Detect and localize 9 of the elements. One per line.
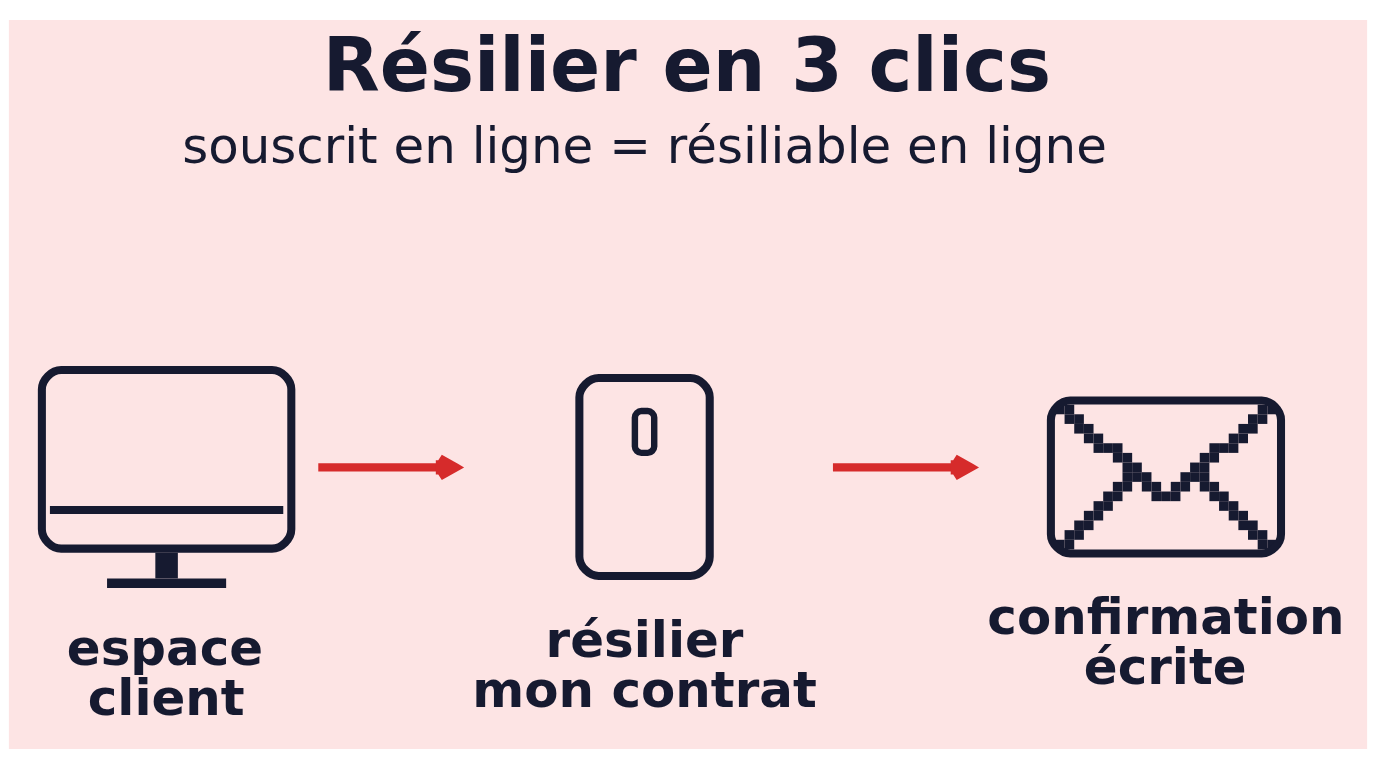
label: souscrit en ligne = résiliable en ligne	[182, 116, 1107, 175]
node-label: résilier mon contrat	[472, 610, 817, 719]
diagram-title: Résilier en 3 clics	[322, 20, 1052, 107]
node-label: confirmation écrite	[987, 587, 1345, 696]
arrow	[832, 453, 976, 480]
node-picture	[575, 373, 714, 580]
arrow	[318, 453, 461, 480]
node-label: espace client	[66, 618, 264, 727]
node-picture	[1046, 396, 1286, 557]
